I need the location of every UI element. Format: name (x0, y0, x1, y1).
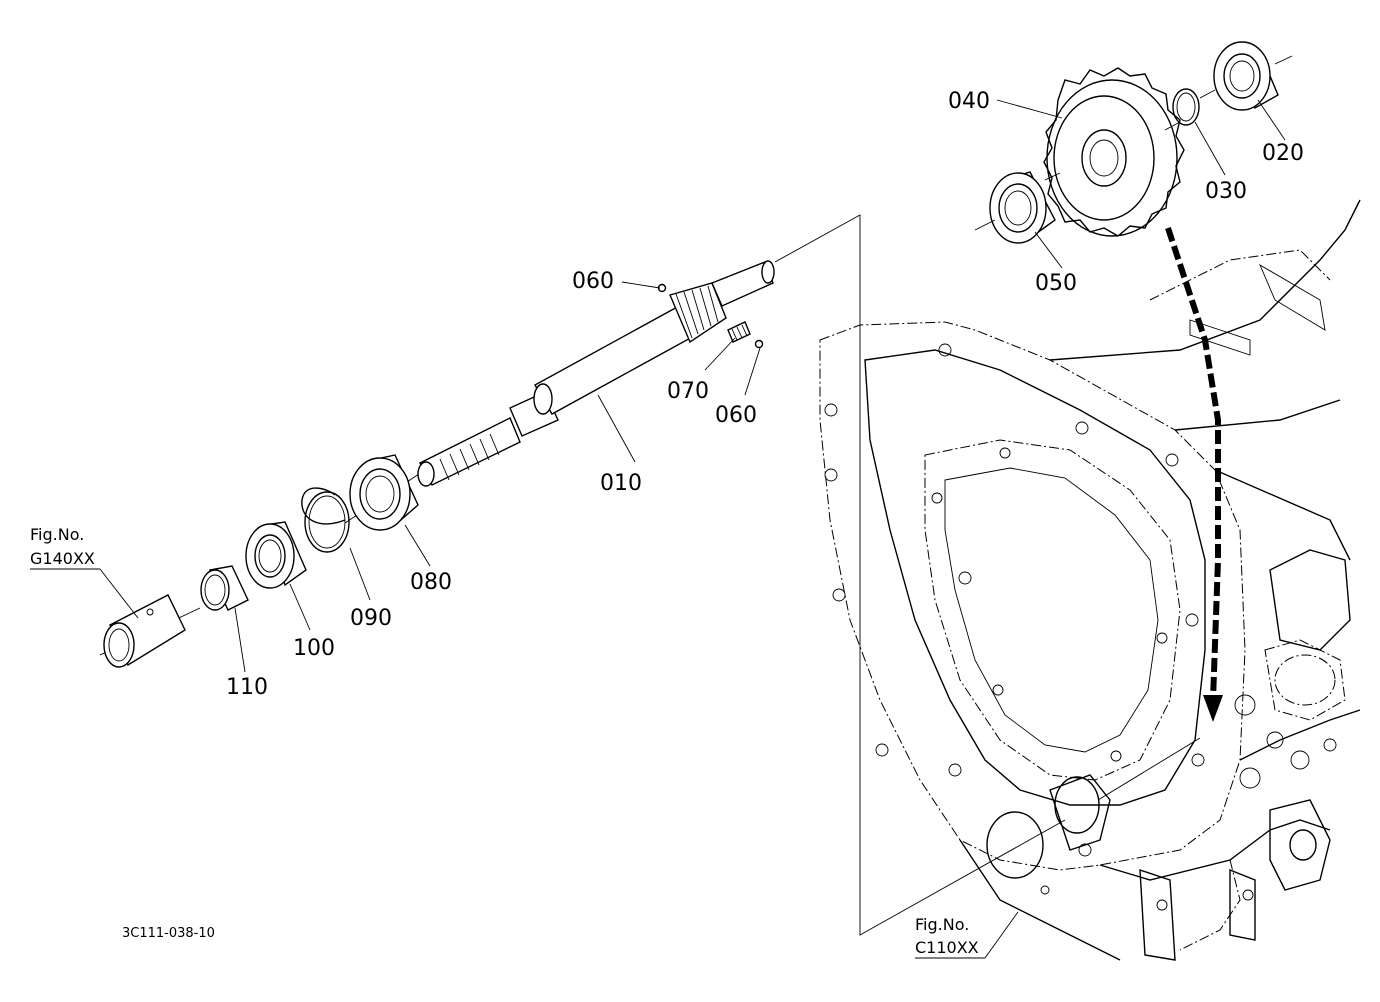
part-label-090: 090 (350, 606, 392, 631)
fig-ref-right-title: Fig.No. (915, 915, 969, 934)
installation-arrow (1165, 227, 1223, 722)
collar-110 (200, 565, 249, 611)
ball-060-b (754, 339, 764, 349)
part-label-040: 040 (948, 89, 990, 114)
shaft-010 (99, 260, 775, 656)
part-label-100: 100 (293, 636, 335, 661)
bearing-020 (1199, 41, 1293, 111)
bearing-080 (349, 454, 419, 531)
oil-seal-100 (245, 521, 307, 589)
part-label-110: 110 (226, 675, 268, 700)
snap-ring-090 (301, 487, 350, 553)
fig-ref-right-code: C110XX (915, 938, 979, 957)
bearing-050 (974, 171, 1056, 244)
leader-lines (30, 99, 1286, 959)
part-label-020: 020 (1262, 141, 1304, 166)
fig-ref-left-title: Fig.No. (30, 525, 84, 544)
spring-070 (727, 321, 751, 343)
coupling-g140xx (103, 594, 186, 668)
gear-040 (1043, 67, 1185, 237)
drawing-code: 3C111-038-10 (122, 926, 215, 941)
fig-ref-left-code: G140XX (30, 549, 95, 568)
transmission-housing (819, 199, 1361, 961)
part-label-010: 010 (600, 471, 642, 496)
housing-bolt-holes (824, 343, 1337, 911)
part-label-030: 030 (1205, 179, 1247, 204)
part-label-060-top: 060 (572, 269, 614, 294)
part-label-050: 050 (1035, 271, 1077, 296)
part-label-060-bottom: 060 (715, 403, 757, 428)
part-label-080: 080 (410, 570, 452, 595)
part-label-070: 070 (667, 379, 709, 404)
reference-leader-right (774, 214, 1201, 936)
snap-ring-030 (1172, 88, 1200, 126)
